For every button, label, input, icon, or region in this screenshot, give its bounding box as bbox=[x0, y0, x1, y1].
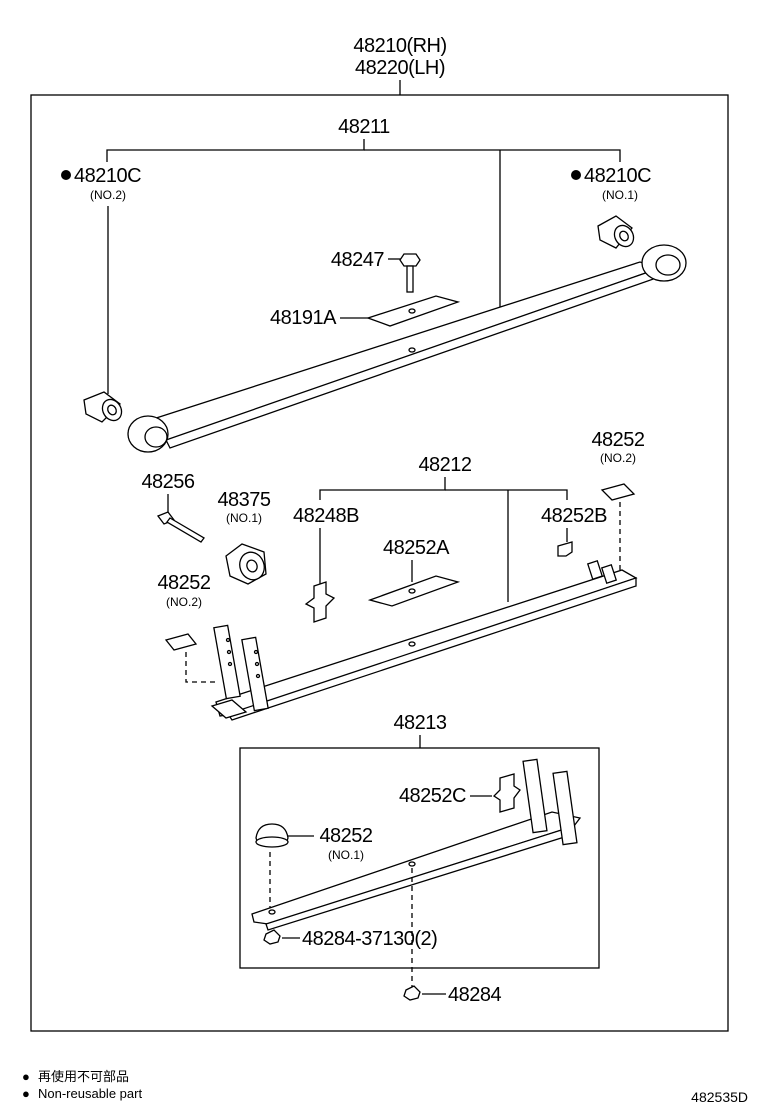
assembly-frame bbox=[30, 94, 729, 1032]
bushing-left-note: (NO.2) bbox=[90, 188, 126, 202]
non-reusable-marker-icon bbox=[571, 170, 581, 180]
nut-48284-37130-part[interactable] bbox=[263, 929, 281, 945]
pad-left-number[interactable]: 48252 bbox=[157, 572, 211, 594]
insert-48252a-number[interactable]: 48252A bbox=[383, 537, 451, 559]
bolt-48247-part[interactable] bbox=[399, 253, 421, 293]
pad-right-note: (NO.2) bbox=[600, 451, 636, 465]
leaf-no2-number[interactable]: 48212 bbox=[418, 454, 472, 476]
clip-48252c-part[interactable] bbox=[492, 773, 521, 813]
pad-right-part[interactable] bbox=[600, 483, 636, 501]
bolt-48247-number[interactable]: 48247 bbox=[331, 249, 385, 271]
nut-48284-37130-number[interactable]: 48284-37130(2) bbox=[302, 928, 438, 950]
nut-48284-part[interactable] bbox=[403, 985, 421, 1001]
clip-48252c-number[interactable]: 48252C bbox=[399, 785, 467, 807]
plate-48191a-part[interactable] bbox=[365, 295, 461, 327]
bolt-48256-part[interactable] bbox=[156, 511, 205, 543]
legend-japanese: 再使用不可部品 bbox=[38, 1069, 129, 1084]
pad-left-dashed-line bbox=[185, 652, 216, 683]
pad-left-note: (NO.2) bbox=[166, 595, 202, 609]
pad-no1-note: (NO.1) bbox=[328, 848, 364, 862]
nut-48284-number[interactable]: 48284 bbox=[448, 984, 502, 1006]
bushing-left-part[interactable] bbox=[83, 391, 125, 424]
leaf-no3-frame bbox=[239, 747, 600, 969]
leaf-no2-part[interactable] bbox=[210, 560, 638, 721]
insert-48252a-part[interactable] bbox=[367, 575, 461, 607]
legend-english: Non-reusable part bbox=[38, 1086, 142, 1101]
plate-48191a-number[interactable]: 48191A bbox=[270, 307, 338, 329]
leaf-no1-bracket-right bbox=[364, 149, 621, 162]
clip-48248b-part[interactable] bbox=[304, 581, 336, 623]
leaf-no3-part[interactable] bbox=[251, 758, 582, 931]
bolt-48256-number[interactable]: 48256 bbox=[141, 471, 195, 493]
leaf-no3-number[interactable]: 48213 bbox=[393, 712, 447, 734]
pad-left-part[interactable] bbox=[164, 633, 198, 651]
bushing-right-note: (NO.1) bbox=[602, 188, 638, 202]
leaf-no1-number[interactable]: 48211 bbox=[338, 116, 391, 138]
bushing-48375-number[interactable]: 48375 bbox=[217, 489, 271, 511]
pad-no1-number[interactable]: 48252 bbox=[319, 825, 373, 847]
diagram-code: 482535D bbox=[691, 1089, 748, 1105]
legend-marker-icon: ● bbox=[22, 1069, 30, 1084]
clip-48252b-part[interactable] bbox=[557, 541, 573, 557]
bushing-48375-note: (NO.1) bbox=[226, 511, 262, 525]
leaf-no2-bracket bbox=[319, 477, 446, 500]
legend-marker-icon: ● bbox=[22, 1086, 30, 1101]
leaf-no1-bracket bbox=[106, 139, 365, 162]
pad-no1-part[interactable] bbox=[255, 823, 289, 848]
leaf-no2-bracket-right bbox=[445, 489, 568, 500]
clip-48252b-number[interactable]: 48252B bbox=[541, 505, 608, 527]
non-reusable-marker-icon bbox=[61, 170, 71, 180]
assembly-number-rh[interactable]: 48210(RH) bbox=[353, 35, 447, 57]
bushing-left-number[interactable]: 48210C bbox=[74, 165, 142, 187]
assembly-number-lh[interactable]: 48220(LH) bbox=[355, 57, 446, 79]
bushing-right-part[interactable] bbox=[597, 215, 637, 250]
pad-right-number[interactable]: 48252 bbox=[591, 429, 645, 451]
bushing-right-number[interactable]: 48210C bbox=[584, 165, 652, 187]
bushing-48375-part[interactable] bbox=[225, 543, 268, 585]
leaf-no1-part[interactable] bbox=[127, 244, 687, 453]
clip-48248b-number[interactable]: 48248B bbox=[293, 505, 360, 527]
